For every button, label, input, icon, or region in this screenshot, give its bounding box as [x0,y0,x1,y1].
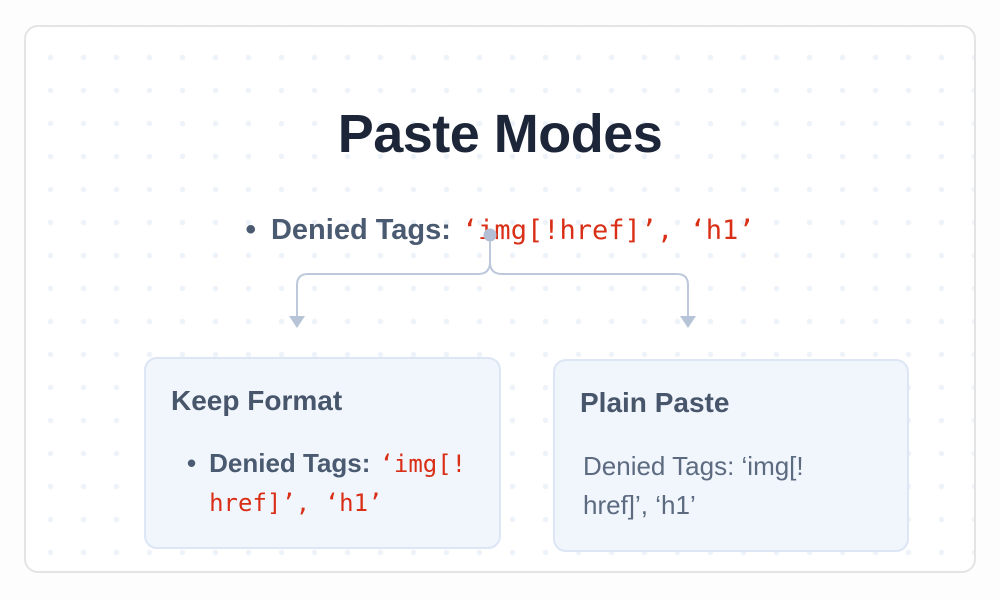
root-denied-tags-label: Denied Tags: [270,214,451,246]
text-line-2: href]’, ‘h1’ [583,490,696,520]
plain-paste-heading: Plain Paste [580,387,730,418]
page-title: Paste Modes [337,104,663,164]
diagram-card: Paste Modes • Denied Tags: ‘img[!href]’,… [24,25,976,573]
keep-format-list-item: • Denied Tags: ‘img[! href]’, ‘h1’ [171,444,474,522]
text-line-1: Denied Tags: ‘img[! [583,451,804,481]
plain-paste-box: Plain Paste Denied Tags: ‘img[! href]’, ‘… [553,359,909,552]
bullet-icon: • [187,448,197,478]
keep-format-box: Keep Format • Denied Tags: ‘img[! href]’, … [144,357,501,549]
denied-tags-code: ‘img[! href]’, ‘h1’ [209,450,466,517]
keep-format-heading: Keep Format [171,385,343,416]
plain-paste-text: Denied Tags: ‘img[! href]’, ‘h1’ [583,447,882,525]
bullet-icon: • [245,213,256,246]
code-line-2: href]’, ‘h1’ [209,489,383,517]
root-denied-tags-item: • Denied Tags: ‘img[!href]’, ‘h1’ [26,213,974,247]
code-line-1: ‘img[! [379,450,467,478]
denied-tags-label: Denied Tags: [209,448,371,478]
keep-format-item-text: Denied Tags: ‘img[! href]’, ‘h1’ [209,444,466,522]
root-denied-tags-code: ‘img[!href]’, ‘h1’ [461,215,755,246]
